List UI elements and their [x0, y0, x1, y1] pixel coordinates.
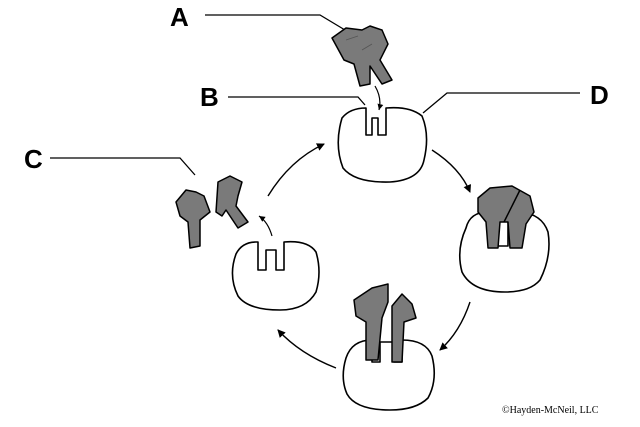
- product-fragment-right: [391, 293, 417, 363]
- enzyme-top: [337, 106, 428, 183]
- release-arrow: [258, 215, 273, 237]
- cycle-arrow-top-right: [431, 149, 471, 193]
- leader-line-d: [422, 92, 580, 114]
- label-c: C: [24, 144, 43, 174]
- leader-lines: [50, 14, 580, 176]
- label-d: D: [590, 80, 609, 110]
- cycle-arrow-top-left: [267, 143, 325, 197]
- product-molecule-c-left: [175, 189, 211, 249]
- bond-line: [503, 189, 521, 223]
- label-a: A: [170, 2, 189, 32]
- enzyme-right: [458, 211, 550, 293]
- binding-arrow: [374, 85, 384, 111]
- product-molecule-c-right: [215, 175, 249, 229]
- cycle-arrow-bottom-left: [277, 329, 337, 369]
- substrate-texture: [345, 35, 359, 41]
- substrate-texture: [361, 43, 373, 51]
- leader-line-c: [50, 157, 196, 176]
- leader-line-b: [228, 96, 366, 106]
- product-fragment-left: [353, 283, 389, 361]
- copyright-credit: ©Hayden-McNeil, LLC: [502, 405, 599, 416]
- enzyme-bottom: [342, 339, 436, 411]
- cycle-arrow-bottom-right: [439, 301, 471, 351]
- enzyme-left: [231, 240, 320, 311]
- label-b: B: [200, 82, 219, 112]
- leader-line-a: [205, 14, 346, 31]
- substrate-molecule-a: [331, 25, 393, 87]
- cycle-arrows: [267, 143, 471, 369]
